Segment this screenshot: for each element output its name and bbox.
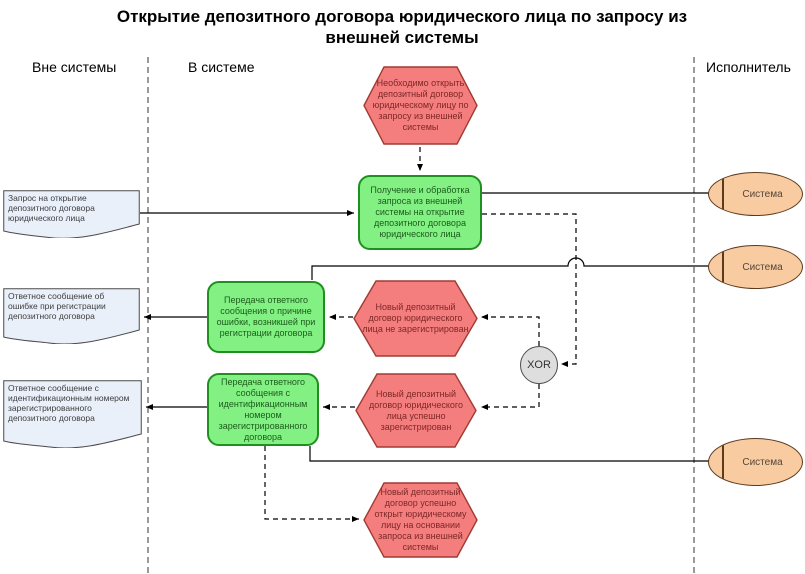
actor-system-2: Система [708,245,803,289]
event-registered: Новый депозитный договор юридического ли… [355,373,477,448]
column-header-inside: В системе [188,59,255,75]
column-header-outside: Вне системы [32,59,117,75]
link-system2-to-send-error [311,257,709,280]
xor-gateway: XOR [520,346,558,384]
event-not-registered: Новый депозитный договор юридического ли… [353,280,478,357]
actor-system-1: Система [708,172,803,216]
org-unit-line [722,246,724,288]
event-start: Необходимо открыть депозитный договор юр… [363,66,478,145]
document-id-message: Ответное сообщение с идентификационным н… [3,380,142,448]
event-not-registered-label: Новый депозитный договор юридического ли… [362,302,469,334]
function-send-id-message-label: Передача ответного сообщения с идентифик… [218,376,308,442]
document-request: Запрос на открытие депозитного договора … [3,190,140,238]
function-send-error-message: Передача ответного сообщения о причине о… [207,281,325,353]
actor-system-3: Система [708,438,803,486]
document-id-message-label: Ответное сообщение с идентификационным н… [8,383,130,423]
flow-send-id-to-opened [264,446,359,522]
hexagon-shape [353,280,478,357]
function-send-id-message: Передача ответного сообщения с идентифик… [207,373,319,446]
function-receive-request-label: Получение и обработка запроса из внешней… [370,185,470,239]
flow-xor-to-registered [481,384,540,410]
document-request-label: Запрос на открытие депозитного договора … [8,193,95,223]
document-shape [3,380,142,448]
document-error-message: Ответное сообщение об ошибке при регистр… [3,288,140,344]
org-unit-line [722,439,724,485]
event-start-label: Необходимо открыть депозитный договор юр… [372,78,469,132]
diagram-title: Открытие депозитного договора юридическо… [116,7,688,48]
hexagon-shape [363,66,478,145]
event-registered-label: Новый депозитный договор юридического ли… [369,388,463,432]
actor-system-3-label: Система [742,456,783,468]
event-opened-label: Новый депозитный договор успешно открыт … [374,487,467,552]
document-error-message-label: Ответное сообщение об ошибке при регистр… [8,291,106,321]
flow-xor-to-not-registered [481,314,540,346]
event-opened: Новый депозитный договор успешно открыт … [363,482,478,558]
org-unit-line [722,173,724,215]
hexagon-shape [363,482,478,558]
link-send-id-to-system3 [309,446,709,462]
function-receive-request: Получение и обработка запроса из внешней… [358,175,482,250]
xor-gateway-label: XOR [527,358,551,371]
function-send-error-message-label: Передача ответного сообщения о причине о… [216,295,316,338]
actor-system-2-label: Система [742,261,783,273]
hexagon-shape [355,373,477,448]
actor-system-1-label: Система [742,188,783,200]
flow-receive-to-xor [482,213,577,367]
document-shape [3,288,140,344]
column-header-executor: Исполнитель [706,59,791,75]
document-shape [3,190,140,238]
